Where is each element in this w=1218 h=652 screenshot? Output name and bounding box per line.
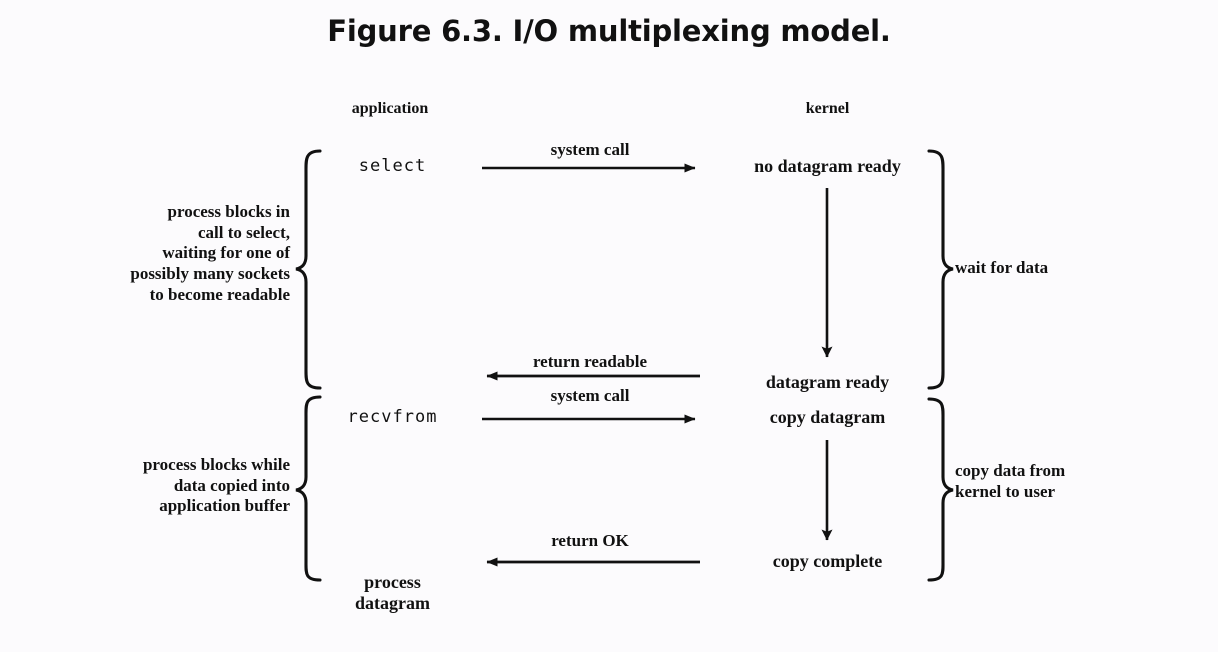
node-copy-complete: copy complete (772, 551, 883, 571)
brace-left-wait (295, 149, 322, 390)
figure-title: Figure 6.3. I/O multiplexing model. (327, 14, 891, 48)
annotation-process-blocks-select: process blocks in call to select, waitin… (130, 202, 290, 304)
arrow-label-return-readable: return readable (532, 352, 648, 371)
annotation-process-blocks-copy: process blocks while data copied into ap… (142, 455, 290, 516)
brace-right-wait (927, 149, 954, 390)
node-copy-datagram: copy datagram (769, 407, 886, 427)
node-no-datagram-ready: no datagram ready (754, 156, 901, 176)
brace-right-copy (927, 397, 954, 582)
brace-left-copy (295, 395, 322, 582)
arrow-label-system-call-1: system call (550, 140, 630, 159)
node-datagram-ready: datagram ready (765, 372, 890, 392)
arrow-label-system-call-2: system call (550, 386, 630, 405)
annotation-wait-for-data: wait for data (955, 258, 1049, 277)
node-process-datagram: process datagram (355, 572, 430, 614)
node-recvfrom: recvfrom (347, 407, 438, 427)
arrow-label-return-ok: return OK (551, 531, 629, 550)
node-select: select (358, 156, 427, 176)
annotation-copy-data-from-kernel: copy data from kernel to user (955, 461, 1066, 501)
column-header-application: application (351, 100, 429, 117)
column-header-kernel: kernel (805, 100, 850, 117)
